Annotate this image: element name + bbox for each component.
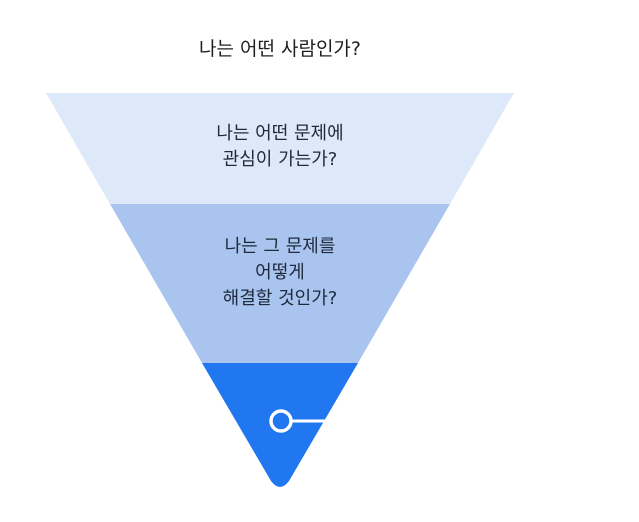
level-2-line-2: 어떻게	[255, 262, 305, 283]
level-1-line-2: 관심이 가는가?	[222, 149, 338, 170]
funnel-level-3	[202, 363, 358, 487]
funnel-level-2	[110, 204, 450, 363]
diagram-title: 나는 어떤 사람인가?	[198, 38, 361, 60]
funnel-level-1	[46, 93, 514, 204]
level-1-label: 나는 어떤 문제에 관심이 가는가?	[130, 121, 430, 173]
marker-circle-icon	[269, 409, 293, 433]
level-2-line-3: 해결할 것인가?	[222, 288, 338, 309]
level-1-line-1: 나는 어떤 문제에	[216, 123, 344, 144]
level-2-line-1: 나는 그 문제를	[224, 236, 336, 257]
level-2-label: 나는 그 문제를 어떻게 해결할 것인가?	[130, 234, 430, 312]
